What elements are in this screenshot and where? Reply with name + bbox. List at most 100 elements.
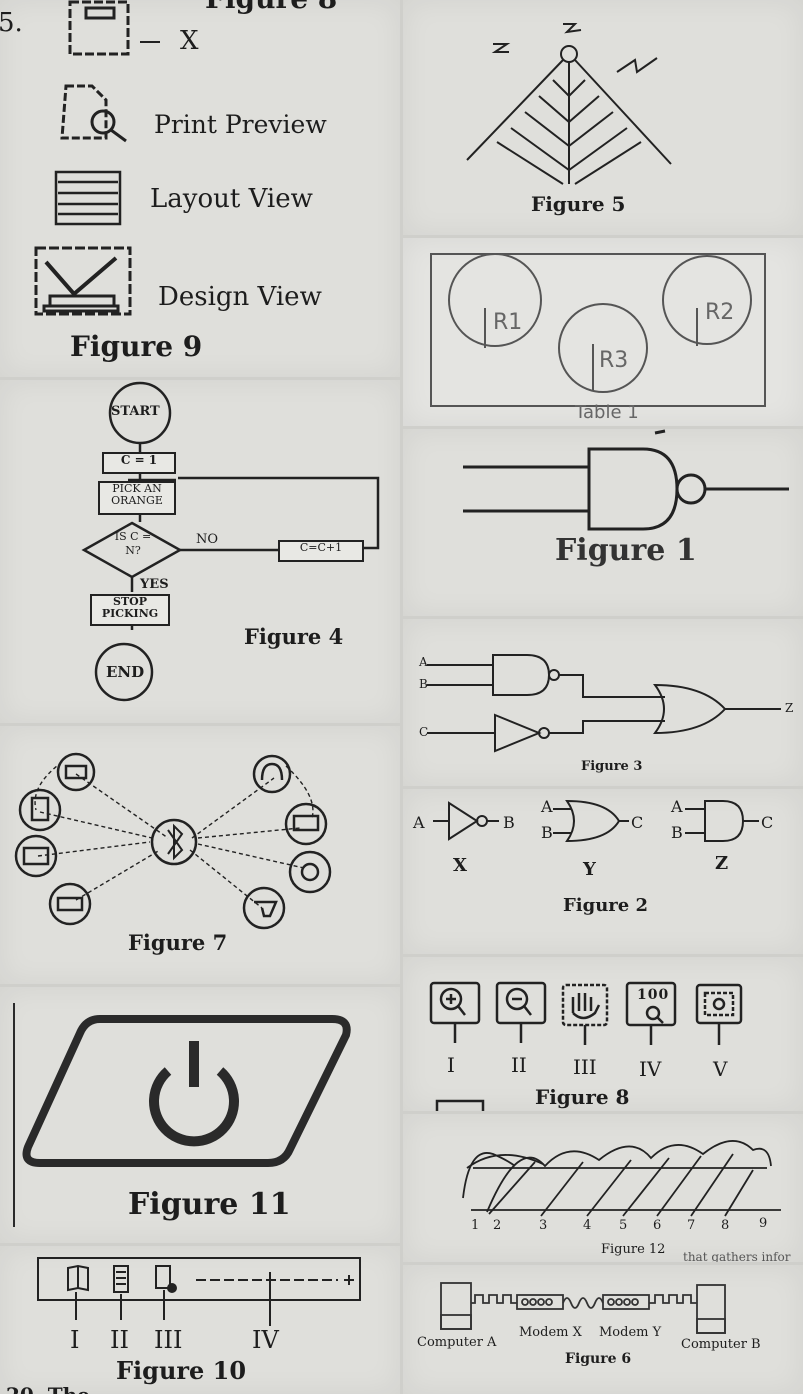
table-1-drawing [430, 253, 766, 407]
fig3-input-b: B [419, 677, 428, 691]
print-preview-label: Print Preview [154, 110, 327, 139]
figure-8-fragment: Figure 8 [205, 0, 337, 15]
desktop-icon [284, 802, 328, 846]
tick-7: 7 [687, 1218, 696, 1233]
x-icon [68, 0, 130, 56]
computer-a-icon [440, 1282, 472, 1330]
figure-11-panel: Figure 11 [0, 987, 400, 1243]
end-node: END [106, 663, 145, 681]
tick-8: 8 [721, 1218, 730, 1233]
tick-6: 6 [653, 1218, 662, 1233]
figure-10-drawing [37, 1257, 361, 1326]
table-1-caption: Table 1 [575, 402, 639, 423]
computer-b-icon [696, 1284, 726, 1334]
gate-y-in-b: B [541, 823, 553, 842]
modem-x-label: Modem X [519, 1325, 582, 1340]
no-label: NO [196, 532, 219, 547]
figure-12-caption: Figure 12 [601, 1242, 666, 1257]
tool-label-iii: III [573, 1055, 597, 1079]
bluetooth-network [14, 752, 332, 930]
gate-y-in-a: A [541, 797, 553, 816]
zoom-in-icon [429, 981, 481, 1025]
figure-1-caption: Figure 1 [555, 533, 697, 568]
figure-9-caption: Figure 9 [70, 330, 203, 363]
printer-icon [48, 882, 92, 926]
layout-view-label: Layout View [150, 184, 313, 214]
tick-9: 9 [759, 1216, 768, 1231]
stop-node: STOP PICKING [90, 594, 170, 626]
yes-label: YES [140, 577, 169, 592]
reading-view-icon [67, 1264, 89, 1292]
init-node: C = 1 [102, 452, 176, 474]
figure-9-panel: Figure 8 5. X Print Preview Layout View … [0, 0, 400, 377]
tick-3: 3 [539, 1218, 548, 1233]
figure-10-label-iii: III [154, 1326, 183, 1354]
modem-y-label: Modem Y [599, 1325, 662, 1340]
figure-9-icons [34, 0, 160, 316]
figure-2-caption: Figure 2 [563, 895, 649, 916]
figure-7-caption: Figure 7 [128, 930, 228, 955]
question-20-fragment: 20. The [6, 1383, 90, 1394]
figure-1-nand-gate [463, 429, 789, 531]
decision-node: IS C = N? [114, 530, 152, 558]
tool-label-ii: II [511, 1053, 527, 1077]
tool-label-v: V [713, 1057, 728, 1081]
computer-b-label: Computer B [681, 1337, 761, 1352]
figure-10-label-i: I [70, 1326, 80, 1354]
design-view-icon [34, 246, 132, 316]
figure-6-panel: Computer A Modem X Modem Y Computer B Fi… [403, 1265, 803, 1394]
figure-10-label-iv: IV [252, 1326, 279, 1354]
gun-icon [242, 886, 286, 930]
tool-label-iv: IV [639, 1057, 662, 1081]
figure-3-circuit [427, 654, 781, 753]
figure-4-panel: START C = 1 PICK AN ORANGE IS C = N? NO … [0, 380, 400, 723]
camera-icon [288, 850, 332, 894]
gate-y-out: C [631, 813, 644, 832]
power-icon [149, 1041, 239, 1147]
overlap-text: that gathers infor [683, 1250, 791, 1262]
headphones-icon [252, 754, 292, 794]
increment-node: C=C+1 [278, 540, 364, 562]
laptop-icon [56, 752, 96, 792]
fig3-input-c: C [419, 725, 429, 739]
figure-12-drawing [462, 1140, 781, 1217]
figure-8-caption: Figure 8 [535, 1085, 630, 1109]
figure-2-panel: A B X A B C Y A B C Z Figure 2 [403, 789, 803, 954]
figure-11-drawing [13, 1003, 351, 1227]
pick-node: PICK AN ORANGE [98, 481, 176, 515]
figure-8-tools [429, 981, 743, 1111]
modem-x-icon [516, 1294, 564, 1310]
zoom-100-icon [625, 981, 677, 1027]
table-1-panel: R1 R3 R2 Table 1 [403, 238, 803, 426]
figure-5-caption: Figure 5 [531, 192, 626, 216]
figure-4-caption: Figure 4 [244, 624, 344, 649]
computer-a-label: Computer A [417, 1335, 497, 1350]
gate-x-name: X [453, 855, 467, 876]
figure-1-panel: Figure 1 [403, 429, 803, 616]
signal-top-icon [563, 23, 582, 34]
x-label: X [180, 26, 199, 56]
figure-3-caption: Figure 3 [581, 759, 643, 774]
circle-r3: R3 [599, 348, 629, 373]
gate-z-in-a: A [671, 797, 683, 816]
hand-icon [561, 983, 609, 1027]
tick-5: 5 [619, 1218, 628, 1233]
zoom-100-text: 100 [637, 987, 670, 1003]
figure-3-panel: A B C Z Figure 3 [403, 619, 803, 786]
figure-12-panel: 1 2 3 4 5 6 7 8 9 Figure 12 that gathers… [403, 1114, 803, 1262]
tool-label-i: I [447, 1053, 455, 1077]
figure-2-gates [433, 799, 759, 843]
start-node: START [111, 404, 160, 419]
figure-6-drawing [440, 1282, 726, 1334]
modem-y-icon [602, 1294, 650, 1310]
figure-10-caption: Figure 10 [116, 1356, 247, 1385]
print-preview-icon [60, 84, 127, 143]
fig3-output-z: Z [785, 701, 794, 715]
figure-10-label-ii: II [110, 1326, 129, 1354]
design-view-label: Design View [158, 282, 322, 312]
circle-r1: R1 [493, 310, 523, 335]
zoom-out-icon [495, 981, 547, 1025]
figure-8-panel: 100 I II III IV V Figure 8 [403, 957, 803, 1111]
web-layout-icon [155, 1265, 177, 1293]
bluetooth-icon [150, 818, 198, 866]
